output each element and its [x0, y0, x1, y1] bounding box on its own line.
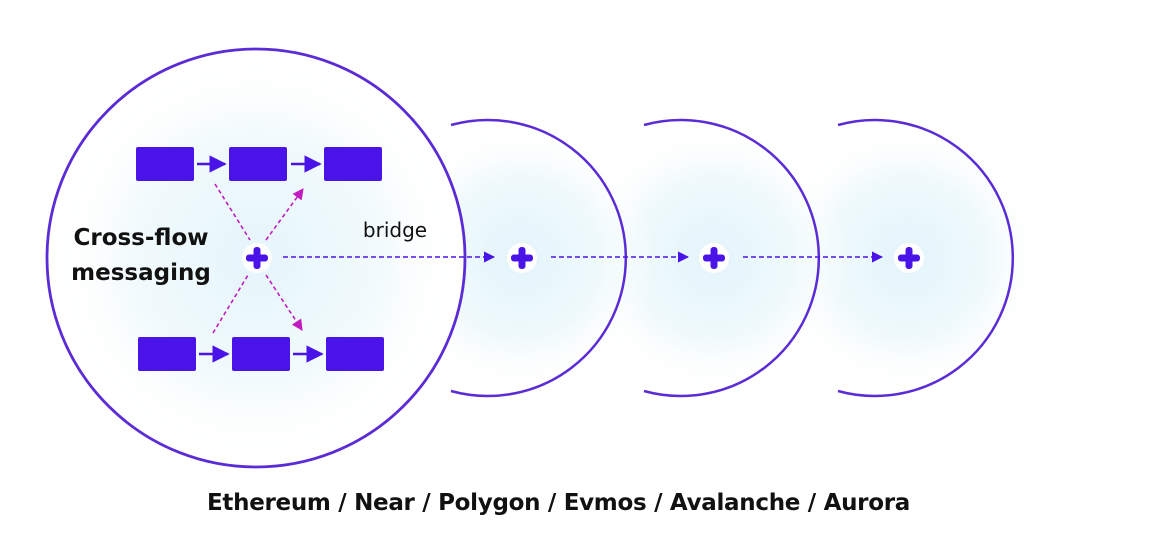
- top-block-2: [229, 147, 287, 181]
- top-flow: [136, 147, 382, 181]
- plus-icon: [699, 243, 729, 273]
- bridge-label: bridge: [363, 218, 427, 242]
- cross-arrow-top-out: [265, 188, 304, 241]
- hub-3-ring: [643, 118, 821, 398]
- hub-2-ring: [450, 118, 628, 398]
- plus-icon: [242, 243, 272, 273]
- bottom-block-2: [232, 337, 290, 371]
- hub-main-ring: [45, 47, 467, 469]
- bottom-block-3: [326, 337, 384, 371]
- bottom-block-1: [138, 337, 196, 371]
- plus-icon: [507, 243, 537, 273]
- hub-4-ring: [837, 118, 1015, 398]
- cross-flow-label-line2: messaging: [71, 260, 211, 286]
- top-block-3: [324, 147, 382, 181]
- cross-flow-arrows: [212, 183, 304, 334]
- chains-caption: Ethereum / Near / Polygon / Evmos / Aval…: [207, 490, 910, 516]
- plus-icon: [894, 243, 924, 273]
- top-block-1: [136, 147, 194, 181]
- cross-flow-label-line1: Cross-flow: [73, 225, 208, 251]
- bottom-flow: [138, 337, 384, 371]
- cross-arrow-bottom-in: [212, 274, 249, 334]
- cross-arrow-bottom-out: [265, 274, 303, 331]
